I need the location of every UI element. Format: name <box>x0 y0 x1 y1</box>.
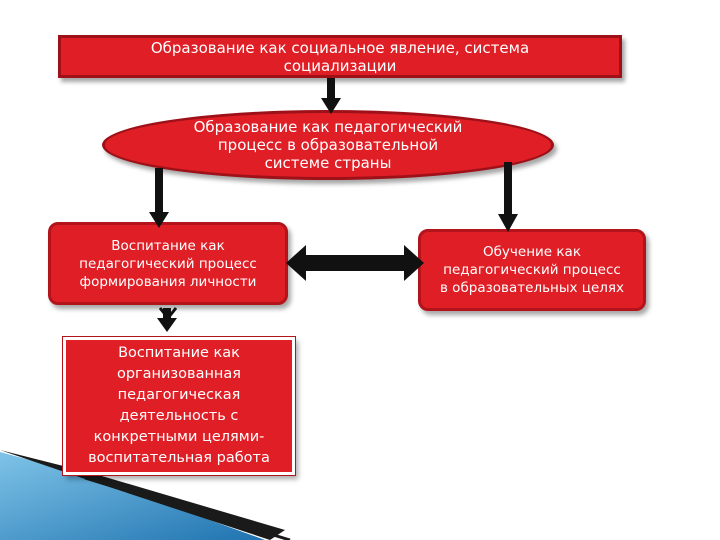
arrow-left-to-bottom <box>157 307 178 332</box>
arrow-ellipse-to-left <box>149 168 169 228</box>
center-ellipse: Образование как педагогический процесс в… <box>102 110 554 180</box>
top-box-text: Образование как социальное явление, сист… <box>150 38 530 75</box>
top-box: Образование как социальное явление, сист… <box>58 35 622 78</box>
bottom-box-text: Воспитание как организованная педагогиче… <box>88 345 270 466</box>
right-box-text: Обучение как педагогический процесс в об… <box>439 244 625 296</box>
left-box-text: Воспитание как педагогический процесс фо… <box>79 237 257 290</box>
arrow-top-to-ellipse <box>321 78 341 114</box>
arrow-ellipse-to-right <box>498 162 518 232</box>
left-box: Воспитание как педагогический процесс фо… <box>48 222 288 305</box>
double-arrow-left-right <box>286 245 424 281</box>
right-box: Обучение как педагогический процесс в об… <box>418 229 646 311</box>
center-ellipse-text: Образование как педагогический процесс в… <box>193 118 463 172</box>
corner-accent-line <box>84 476 291 540</box>
bottom-box: Воспитание как организованная педагогиче… <box>62 336 296 476</box>
